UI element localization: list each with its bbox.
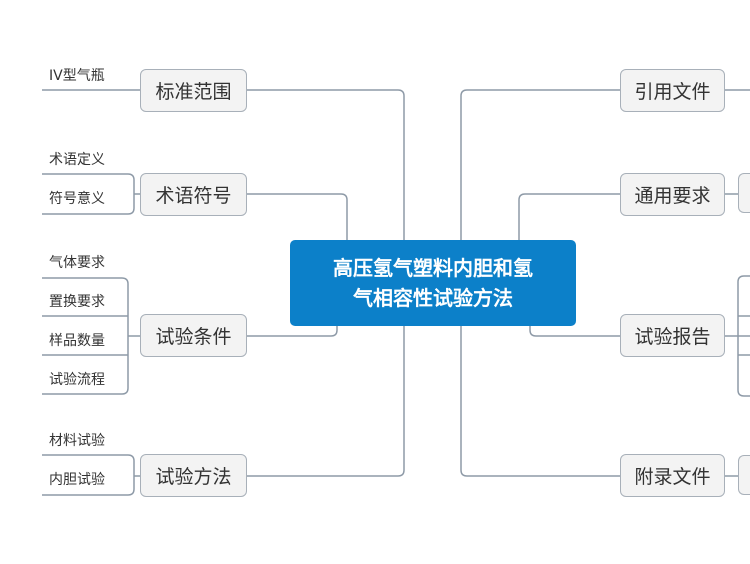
node-methods[interactable]: 试验方法: [140, 454, 247, 497]
node-report[interactable]: 试验报告: [620, 314, 725, 357]
node-terms[interactable]: 术语符号: [140, 173, 247, 216]
connector-report: [529, 325, 620, 337]
leaf-material-test[interactable]: 材料试验: [49, 433, 105, 449]
central-topic-line1: 高压氢气塑料内胆和氢: [333, 256, 533, 280]
connector-term: [246, 193, 348, 240]
central-topic-line2: 气相容性试验方法: [353, 286, 513, 310]
leaf-sample-quantity[interactable]: 样品数量: [49, 333, 105, 349]
leaf-term-definition[interactable]: 术语定义: [49, 152, 105, 168]
leaf-bracket: [42, 454, 135, 496]
leaf-gas-requirements[interactable]: 气体要求: [49, 255, 105, 271]
node-conditions[interactable]: 试验条件: [140, 314, 247, 357]
node-general[interactable]: 通用要求: [620, 173, 725, 216]
cutoff-node: [738, 173, 750, 213]
leaf-replacement-requirements[interactable]: 置换要求: [49, 294, 105, 310]
leaf-test-procedure[interactable]: 试验流程: [49, 372, 105, 388]
leaf-type4-cylinder[interactable]: IV型气瓶: [49, 68, 105, 84]
connector-general: [518, 193, 620, 240]
central-topic[interactable]: 高压氢气塑料内胆和氢 气相容性试验方法: [290, 240, 576, 326]
cutoff-node: [738, 455, 750, 495]
leaf-liner-test[interactable]: 内胆试验: [49, 472, 105, 488]
connector-conditions: [246, 325, 338, 337]
node-appendix[interactable]: 附录文件: [620, 454, 725, 497]
leaf-symbol-meaning[interactable]: 符号意义: [49, 191, 105, 207]
node-scope[interactable]: 标准范围: [140, 69, 247, 112]
node-references[interactable]: 引用文件: [620, 69, 725, 112]
